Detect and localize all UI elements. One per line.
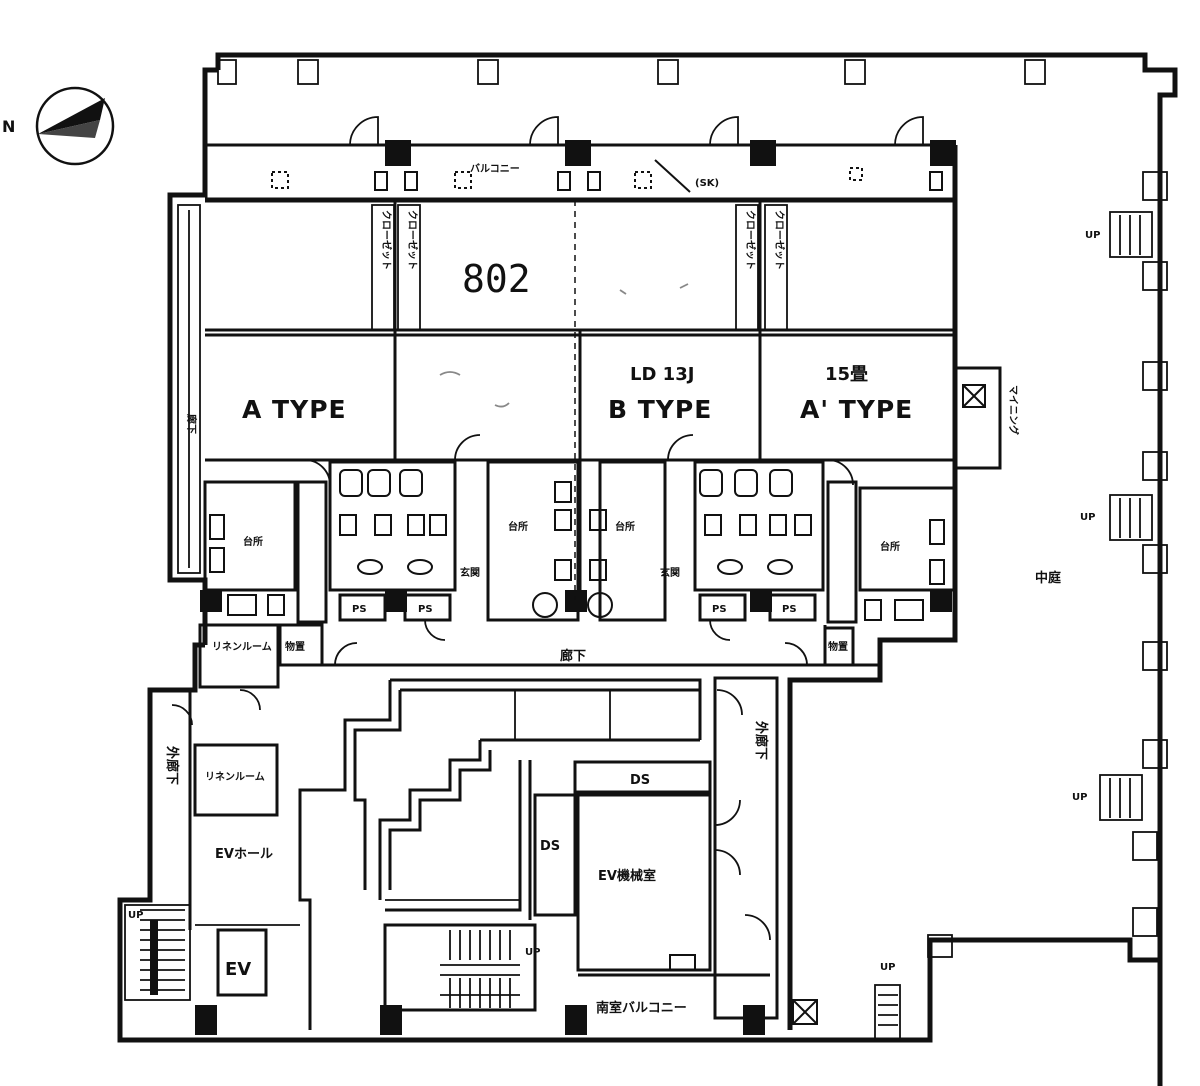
corridor-left-label: 外廊下 (164, 745, 180, 785)
svg-text:UP: UP (1085, 230, 1100, 241)
svg-text:台所: 台所 (243, 535, 263, 548)
ev-machine-area: DS DS EV機械室 (533, 760, 712, 972)
svg-text:PS: PS (712, 604, 727, 615)
svg-text:クローゼット: クローゼット (744, 210, 757, 270)
courtyard-label: 中庭 (1035, 570, 1062, 586)
svg-text:PS: PS (782, 604, 797, 615)
left-stair: UP (124, 904, 191, 1001)
right-corridor (713, 676, 818, 1025)
room-number: 802 (462, 257, 531, 301)
core-walls (298, 678, 702, 1030)
faint-marks (439, 283, 689, 408)
svg-text:PS: PS (352, 604, 367, 615)
main-hallway: 物置 物置 (278, 623, 880, 667)
svg-text:台所: 台所 (508, 520, 528, 533)
svg-text:台所: 台所 (615, 520, 635, 533)
hallway-top-label: 廊下 (185, 414, 198, 434)
svg-text:UP: UP (1080, 512, 1095, 523)
pipe-shafts: PS PS PS PS (338, 593, 817, 622)
svg-text:リネンルーム: リネンルーム (205, 771, 265, 783)
svg-text:物置: 物置 (828, 640, 848, 653)
left-wing: リネンルーム EV (171, 689, 300, 997)
right-storage: マイニング (953, 366, 1020, 470)
a-type-label: A TYPE (242, 395, 347, 424)
balcony-top-label: バルコニー (470, 163, 520, 175)
svg-text:UP: UP (1072, 792, 1087, 803)
svg-text:クローゼット: クローゼット (406, 210, 419, 270)
closet-labels: クローゼット クローゼット クローゼット クローゼット (380, 210, 786, 270)
svg-text:クローゼット: クローゼット (773, 210, 786, 270)
b-type-ref: LD 13J (630, 364, 694, 385)
svg-text:リネンルーム: リネンルーム (212, 641, 272, 653)
balcony-doors (349, 116, 924, 146)
balcony-fixtures (271, 159, 943, 193)
hallway-main-label: 廊下 (560, 648, 586, 664)
svg-text:玄関: 玄関 (460, 566, 480, 579)
kitchen-labels: 台所 台所 台所 台所 玄関 玄関 (243, 520, 900, 579)
terrace-bumps (927, 171, 1168, 958)
b-type-label: B TYPE (608, 395, 712, 424)
svg-text:PS: PS (418, 604, 433, 615)
wet-areas (203, 434, 957, 641)
terrace-stairs: UP UP UP UP (874, 211, 1153, 1041)
ev-hall-label: EVホール (215, 847, 273, 862)
svg-text:物置: 物置 (285, 640, 305, 653)
balcony-top-note: (SK) (695, 178, 719, 189)
linen-room-top: リネンルーム (198, 623, 280, 689)
north-label: N (2, 117, 15, 136)
bottom-balcony: 南室バルコニー (578, 973, 770, 1016)
ev-label: EV (225, 959, 251, 980)
svg-text:台所: 台所 (880, 540, 900, 553)
balcony-bottom-label: 南室バルコニー (596, 1000, 687, 1016)
svg-text:UP: UP (128, 910, 143, 921)
corridor-right-label: 外廊下 (753, 720, 769, 760)
svg-text:DS: DS (630, 773, 650, 788)
left-hall-strip (177, 204, 201, 574)
a2-type-ref: 15畳 (825, 364, 868, 385)
car-parking-note: マイニング (1007, 385, 1020, 435)
svg-text:DS: DS (540, 839, 560, 854)
svg-text:クローゼット: クローゼット (380, 210, 393, 270)
svg-text:玄関: 玄関 (660, 566, 680, 579)
bottom-stair: UP (383, 923, 540, 1012)
ev-machine-room-label: EV機械室 (598, 868, 656, 884)
outer-walls (117, 52, 1178, 1086)
north-arrow: N (2, 86, 115, 166)
svg-text:UP: UP (880, 962, 895, 973)
top-edge-bumps (217, 59, 1046, 85)
a2-type-label: A' TYPE (800, 395, 913, 424)
svg-text:UP: UP (525, 947, 540, 958)
columns (195, 140, 956, 1035)
